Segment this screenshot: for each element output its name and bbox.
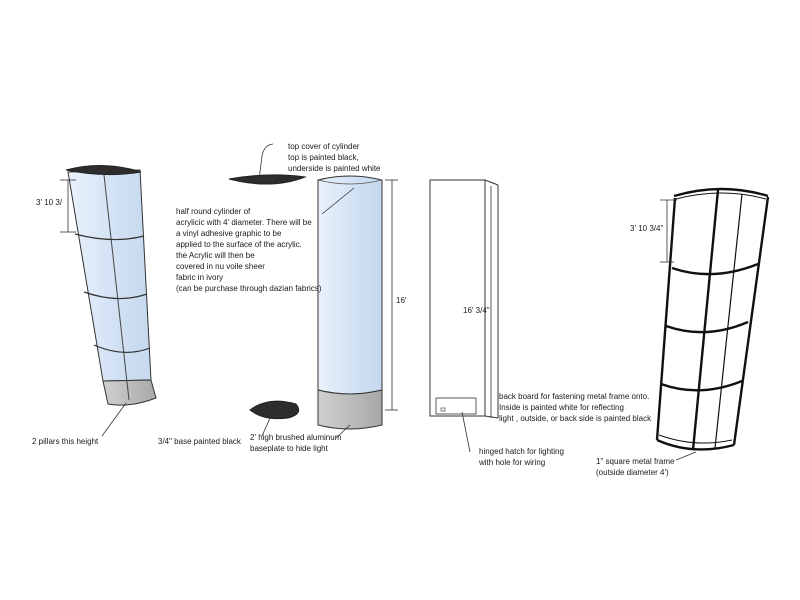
frame-ring [665,320,749,334]
pillar-top-cover [65,164,142,176]
base-plate [249,400,300,420]
leader-line [335,424,351,439]
leader-line [101,402,127,437]
frame-upright [655,197,677,441]
label-metal-frame: 1" square metal frame (outside diameter … [596,457,675,477]
label-brushed-aluminum: 2' high brushed aluminum baseplate to hi… [250,433,342,453]
frame-upright [714,193,743,449]
cylinder-body [317,175,383,395]
cylinder-aluminum-base [317,389,383,430]
pillar-band [93,344,151,353]
frame-upright [732,196,770,446]
pillar-band [83,291,148,300]
label-top-cover: top cover of cylinder top is painted bla… [288,142,381,173]
metal-frame [655,187,770,451]
leader-line [461,411,471,453]
leader-line [675,451,697,461]
top-cover-plate [228,174,307,185]
back-board-side [484,415,499,419]
frame-bottom-ring [656,438,735,451]
frame-ring [660,379,743,392]
frame-upright [691,189,720,451]
label-back-board: back board for fastening metal frame ont… [499,392,652,423]
acrylic-cylinder [317,175,398,439]
frame-ring [671,262,759,276]
label-two-pillars: 2 pillars this height [32,437,99,446]
leader-line [321,187,355,215]
back-board-panel [429,179,486,417]
hinged-hatch [435,397,477,415]
wiring-hole [440,407,446,412]
pillar-acrylic-body [67,169,152,382]
frame-bottom-ring-inner [658,434,733,444]
pillar-seam [103,174,130,401]
cylinder-top-edge [317,179,383,185]
pillar-band [74,233,145,241]
assembled-pillar [60,164,157,437]
back-board [429,179,499,453]
dim-frame-section: 3' 10 3/4" [630,224,664,233]
pillar-aluminum-base [102,379,157,406]
dim-pillar-section: 3' 10 3/ [36,198,62,207]
label-hinged-hatch: hinged hatch for lighting with hole for … [479,447,564,467]
dim-cylinder-height: 16' [396,296,407,305]
label-half-round-cylinder: half round cylinder of acrylicic with 4'… [176,207,322,293]
frame-top-edge-inner [675,192,767,200]
leader-line [258,143,274,181]
dim-backboard-height: 16' 3/4" [463,306,490,315]
frame-top-edge [673,187,769,198]
leader-line [261,417,271,437]
label-base-plate: 3/4" base painted black [158,437,241,446]
back-board-side [484,179,499,186]
